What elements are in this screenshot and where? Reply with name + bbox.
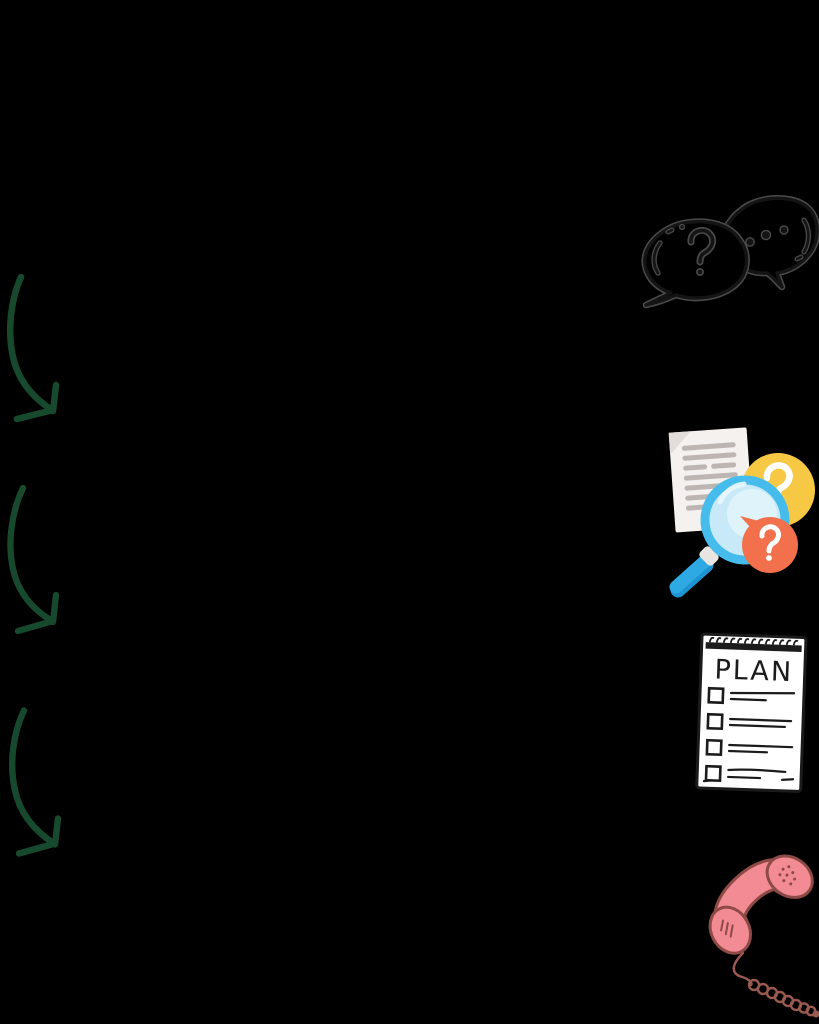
checkbox-3 <box>705 738 723 757</box>
document-magnifier-questions-icon <box>668 427 815 598</box>
flow-arrow-1 <box>6 274 60 423</box>
plan-checklist-icon: PLAN <box>695 632 808 793</box>
phone-handset <box>708 854 814 955</box>
orange-question-bubble <box>740 516 798 573</box>
checkbox-2 <box>706 712 724 731</box>
checkbox-4 <box>704 764 722 783</box>
checklist-rows <box>704 686 725 783</box>
notepad-binding <box>705 642 802 652</box>
flow-arrow-3 <box>9 707 62 857</box>
notepad-title: PLAN <box>714 654 794 688</box>
question-speech-bubbles-icon <box>641 194 819 309</box>
flow-arrow-2 <box>7 484 60 635</box>
earpiece-dots <box>778 865 797 886</box>
phone-cord <box>732 951 819 1018</box>
checkbox-1 <box>707 686 725 705</box>
telephone-handset-icon <box>708 854 819 1018</box>
mouthpiece-lines <box>720 919 734 938</box>
